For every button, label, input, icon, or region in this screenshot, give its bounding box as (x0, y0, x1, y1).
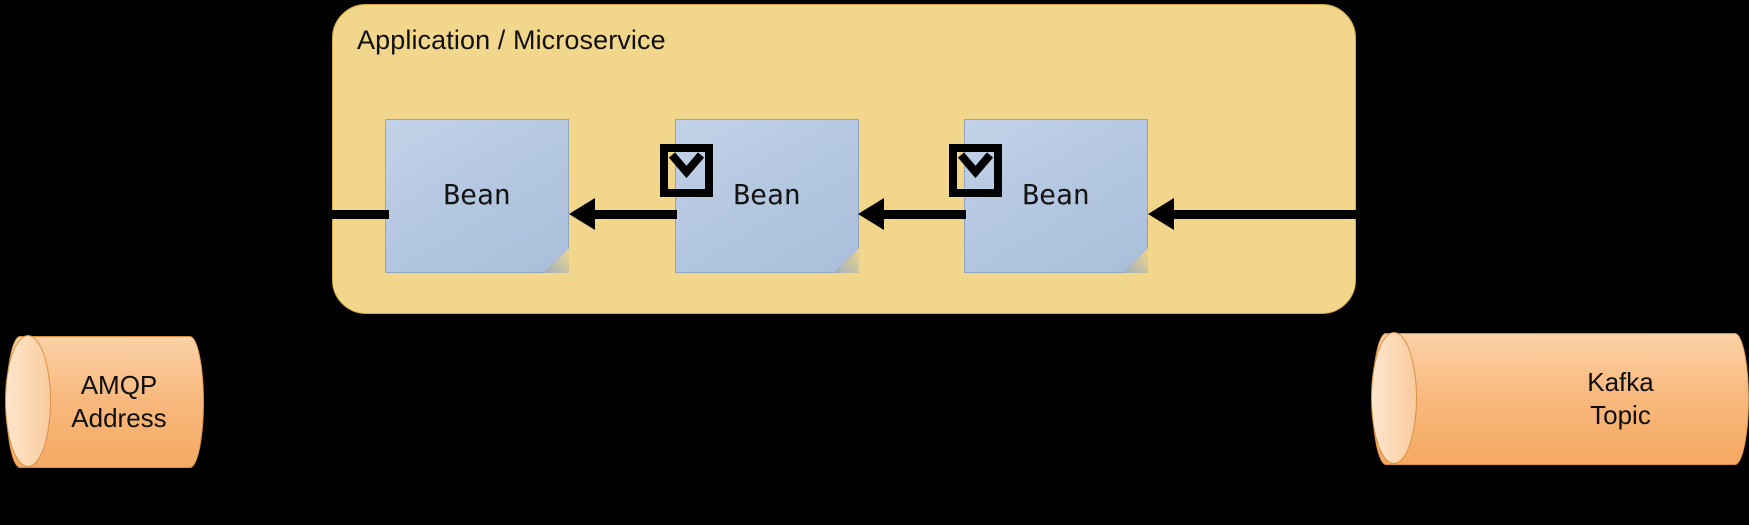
page-title: Application / Microservice (357, 25, 666, 55)
arrow-bean2-to-bean1-head (569, 198, 595, 230)
bean-shape (385, 119, 569, 273)
envelope-icon (949, 144, 1002, 197)
bean-label: Bean (733, 177, 801, 211)
bean-box-1[interactable]: Bean (385, 119, 569, 273)
bean-label: Bean (443, 177, 511, 211)
cylinder-cap (5, 335, 51, 467)
kafka-topic-line2: Topic (1590, 400, 1651, 430)
amqp-address-line1: AMQP (80, 369, 158, 400)
bean-box-2[interactable]: Bean (675, 119, 859, 273)
kafka-topic-cylinder[interactable]: Kafka Topic (1371, 332, 1749, 465)
arrow-inbound-right-head (1148, 198, 1174, 230)
arrow-bean3-to-bean2-head (858, 198, 884, 230)
cylinder-body (1372, 333, 1749, 465)
arrow-inbound-left-line (329, 210, 389, 219)
kafka-topic-line1: Kafka (1587, 366, 1654, 397)
arrow-bean3-to-bean2-line (884, 210, 966, 219)
application-microservice-panel: Application / Microservice Bean Bean Bea… (329, 4, 1359, 314)
kafka-topic-label: Kafka Topic (1372, 333, 1749, 465)
cylinder-cap (1371, 332, 1417, 464)
arrow-bean2-to-bean1-line (595, 210, 677, 219)
amqp-address-label: AMQP Address (6, 336, 204, 468)
amqp-address-line2: Address (71, 403, 167, 433)
amqp-address-cylinder[interactable]: AMQP Address (5, 335, 204, 468)
envelope-icon (660, 144, 713, 197)
bean-label: Bean (1022, 177, 1090, 211)
arrow-inbound-right-line (1174, 210, 1359, 219)
